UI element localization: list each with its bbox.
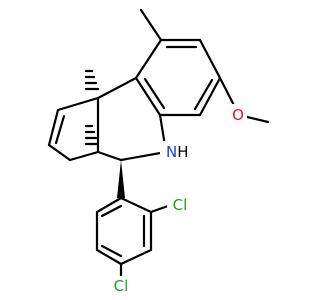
- atom-cl-top-label: Cl: [173, 196, 188, 214]
- bond-c9b-c1: [56, 96, 100, 112]
- bond-c4-c3a: [96, 150, 123, 162]
- solid-wedge: [117, 160, 125, 198]
- hashed-wedge-top: [84, 69, 100, 91]
- bond-ring-a-6: [134, 76, 162, 117]
- bond-c3-c3a: [68, 150, 100, 162]
- svg-text:NH: NH: [166, 143, 189, 161]
- atom-nh: NH: [160, 141, 189, 161]
- bond-ring-b-3: [95, 248, 123, 266]
- atom-o: O: [229, 104, 247, 124]
- bond-ring-b-4: [119, 248, 153, 266]
- atom-h-label: H: [177, 143, 188, 161]
- atom-o-label: O: [232, 106, 244, 124]
- bond-ring-b-inner-2: [100, 244, 123, 258]
- bond-n-c4: [119, 150, 168, 162]
- bond-c9b-aryl: [96, 76, 138, 100]
- bond-cl-top: [149, 204, 170, 214]
- bond-ring-a-inner-2: [193, 78, 214, 111]
- bond-ring-b-1: [95, 196, 123, 214]
- bond-methyl: [139, 8, 163, 42]
- hashed-wedge-bottom: [84, 124, 100, 146]
- bond-ring-a-1: [134, 38, 163, 80]
- bond-c1-c2-double: [54, 114, 66, 145]
- molecule-structure: NH O Cl Cl: [47, 8, 270, 296]
- atom-cl-top: Cl: [167, 194, 193, 214]
- bond-ring-a-3: [198, 38, 222, 80]
- atom-cl-bottom-label: Cl: [114, 277, 129, 295]
- atom-cl-bottom: Cl: [108, 276, 134, 296]
- bond-c1-c2: [47, 108, 60, 147]
- atom-n-label: N: [166, 143, 177, 161]
- bond-ring-a-inner-3: [143, 77, 166, 110]
- bond-ring-a-4: [198, 76, 222, 117]
- bond-c2-c3: [47, 143, 72, 162]
- bond-ring-b-6: [119, 196, 153, 214]
- bond-ring-b-inner-1: [100, 204, 123, 218]
